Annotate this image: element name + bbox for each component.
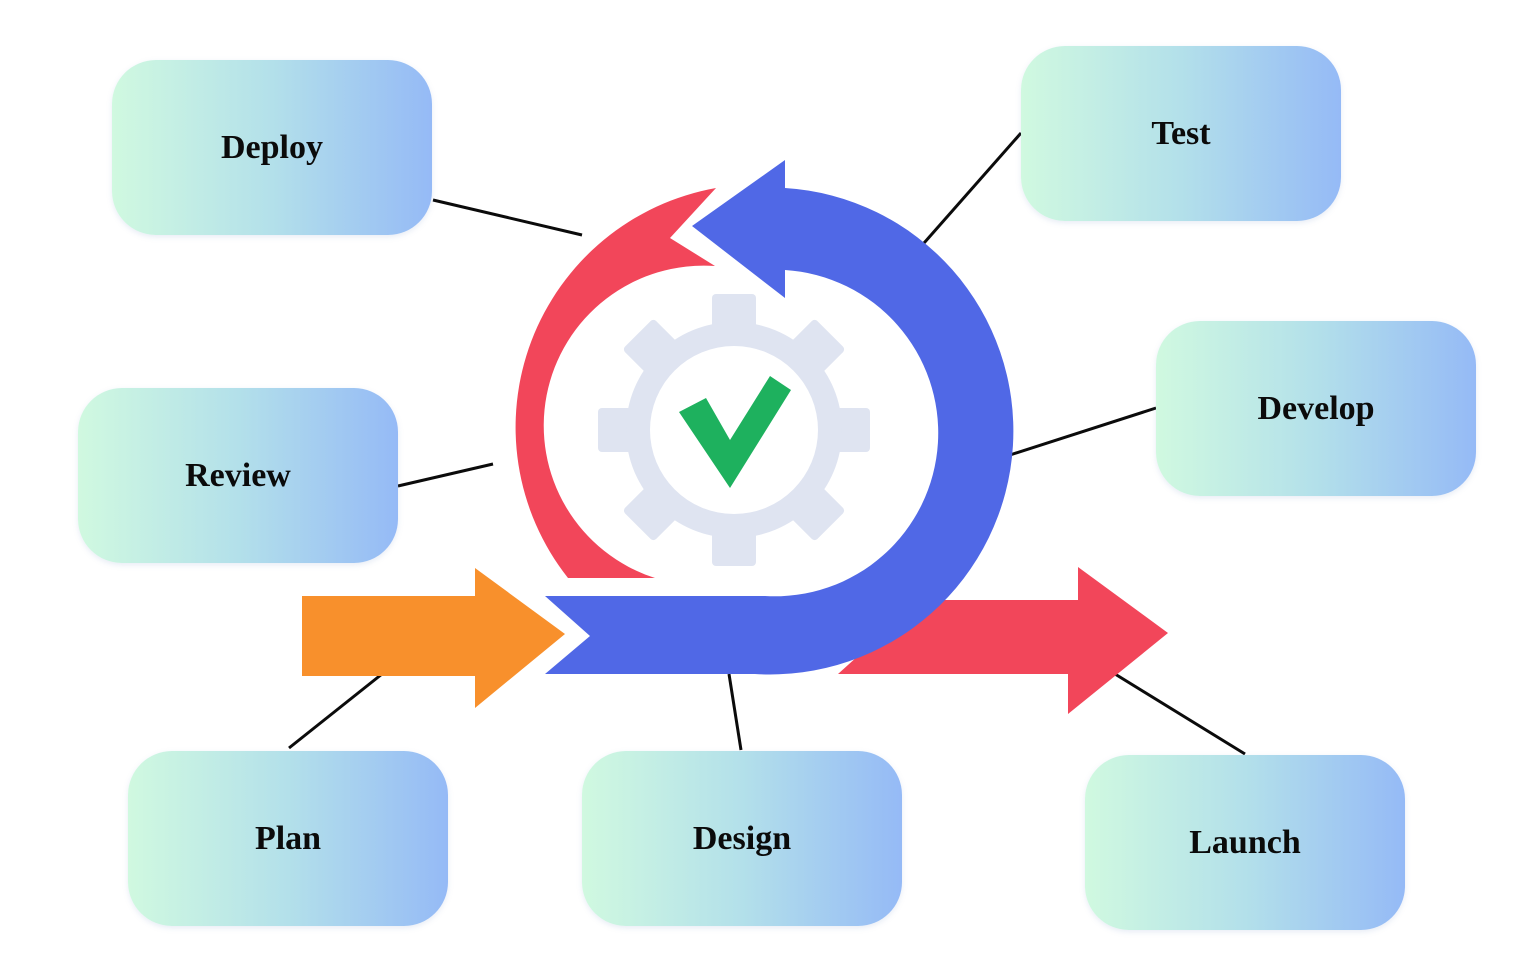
red-cycle-arrow bbox=[515, 188, 716, 578]
stage-box-test: Test bbox=[1021, 46, 1341, 221]
stage-box-review: Review bbox=[78, 388, 398, 563]
blue-cycle-arrow bbox=[545, 160, 1014, 675]
connector-deploy bbox=[432, 198, 583, 237]
stage-label-design: Design bbox=[692, 819, 792, 857]
checkmark-icon bbox=[679, 376, 791, 488]
connector-design bbox=[727, 673, 743, 751]
stage-box-plan: Plan bbox=[128, 751, 448, 926]
connector-launch bbox=[1114, 672, 1246, 756]
stage-label-plan: Plan bbox=[254, 819, 322, 857]
stage-label-review: Review bbox=[185, 456, 291, 494]
gear-icon bbox=[598, 294, 870, 566]
connector-plan bbox=[288, 672, 383, 750]
stage-label-test: Test bbox=[1151, 114, 1211, 152]
stage-label-deploy: Deploy bbox=[221, 128, 323, 166]
stage-box-launch: Launch bbox=[1085, 755, 1405, 930]
stage-box-design: Design bbox=[582, 751, 902, 926]
orange-entry-arrow bbox=[302, 568, 565, 708]
connector-review bbox=[397, 462, 494, 488]
stage-box-develop: Develop bbox=[1156, 321, 1476, 496]
stage-box-deploy: Deploy bbox=[112, 60, 432, 235]
stage-label-develop: Develop bbox=[1257, 389, 1375, 427]
stage-label-launch: Launch bbox=[1189, 823, 1301, 861]
connector-lines bbox=[288, 132, 1246, 756]
